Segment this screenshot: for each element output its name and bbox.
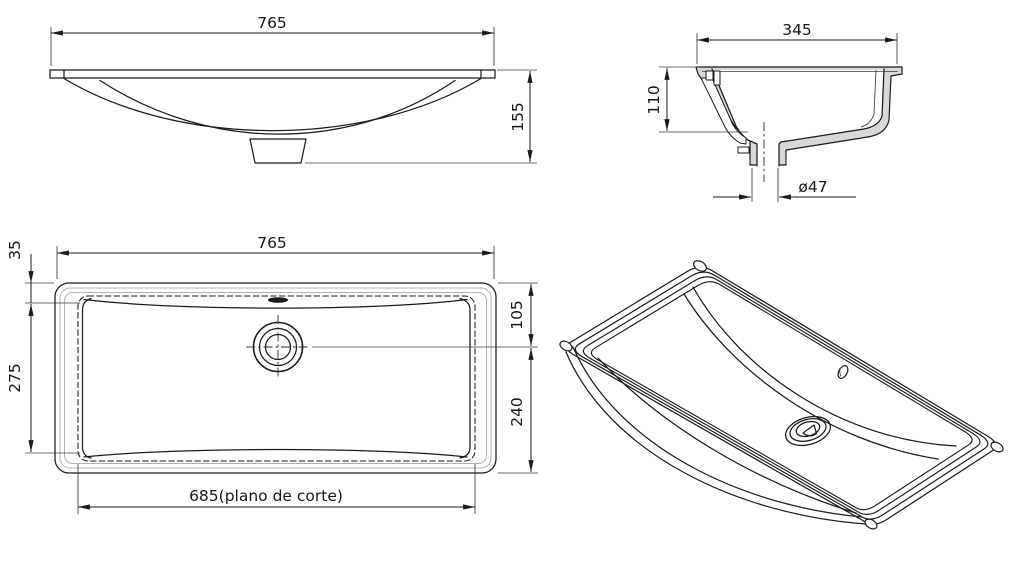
bowl-inner-curve [99, 79, 456, 135]
iso-overflow-ellipse [837, 365, 849, 379]
dimension-top-to-drain: 105 [498, 282, 538, 347]
dimension-plan-width: 765 [56, 234, 495, 279]
iso-corner-pad [559, 340, 573, 352]
iso-drain-outer [784, 415, 832, 447]
front-elevation-view: 765 155 [49, 14, 537, 164]
dimension-label-drain-to-bottom: 240 [508, 397, 526, 427]
rim-inner-edge [59, 287, 492, 469]
iso-corner-pad [990, 441, 1004, 453]
dimension-front-width: 765 [50, 14, 495, 66]
dimension-label-section-depth: 345 [782, 21, 812, 39]
dimension-label-plan-width: 765 [257, 234, 287, 252]
rim-inner-edge [64, 292, 487, 464]
bowl-outer-curve [63, 77, 482, 132]
overflow-channel [700, 77, 747, 145]
overflow-hole-iso [837, 365, 849, 379]
iso-near-wall-curve [597, 357, 857, 514]
plan-view: 765 35 [6, 234, 538, 514]
overflow-hole-mark [268, 297, 288, 303]
iso-inner-wall-curve [692, 286, 957, 447]
dimension-label-drain-diameter: ø47 [798, 178, 827, 196]
isometric-view [559, 260, 1004, 530]
dimension-rim-to-bowl: 35 [6, 240, 80, 304]
iso-overflow-inner-arc [839, 367, 842, 377]
dimension-label-front-width: 765 [257, 14, 287, 32]
dimension-label-cutout: 685(plano de corte) [189, 487, 343, 505]
overflow-notch [713, 70, 721, 86]
dimension-section-depth: 345 [696, 21, 898, 64]
dimension-bowl-length: 275 [6, 303, 80, 454]
iso-inner-wall-curve [683, 293, 939, 460]
dimension-cutout: 685(plano de corte) [77, 464, 476, 514]
iso-underbelly-curve [572, 346, 863, 518]
dimension-label-section-inner-depth: 110 [645, 85, 663, 115]
bowl-bottom-edge [83, 448, 468, 458]
dimension-section-inner-depth: 110 [645, 66, 748, 133]
drain-hook-notch [737, 146, 750, 154]
basin-rim-front [49, 69, 496, 79]
dimension-label-top-to-drain: 105 [508, 300, 526, 330]
iso-corner-pad [692, 260, 708, 272]
section-inner-corner-line [860, 69, 877, 128]
dimension-label-front-height: 155 [509, 102, 527, 132]
rim-outline [49, 69, 496, 79]
outer-rim-outline [54, 282, 497, 474]
drain-trap-front [249, 138, 307, 164]
dimension-label-bowl-length: 275 [6, 363, 24, 393]
overflow-notch [705, 70, 714, 81]
drain-symbol-iso [784, 415, 832, 447]
iso-corner-pad [864, 518, 878, 530]
section-view: 345 110 ø47 [645, 21, 903, 202]
bowl-left-edge [81, 297, 92, 459]
iso-underbelly-curve [565, 351, 867, 525]
dimension-drain-to-bottom: 240 [498, 347, 538, 474]
bowl-top-edge [83, 298, 468, 309]
iso-drain-middle [789, 418, 827, 442]
drain-symbol-plan [246, 315, 310, 379]
dimension-drain-diameter: ø47 [713, 168, 856, 202]
iso-drain-flag [802, 424, 818, 437]
cut-plane-outline [77, 295, 476, 462]
dimension-front-height: 155 [305, 69, 537, 164]
dimension-label-rim-to-bowl: 35 [6, 240, 24, 260]
bowl-right-edge [459, 297, 471, 459]
